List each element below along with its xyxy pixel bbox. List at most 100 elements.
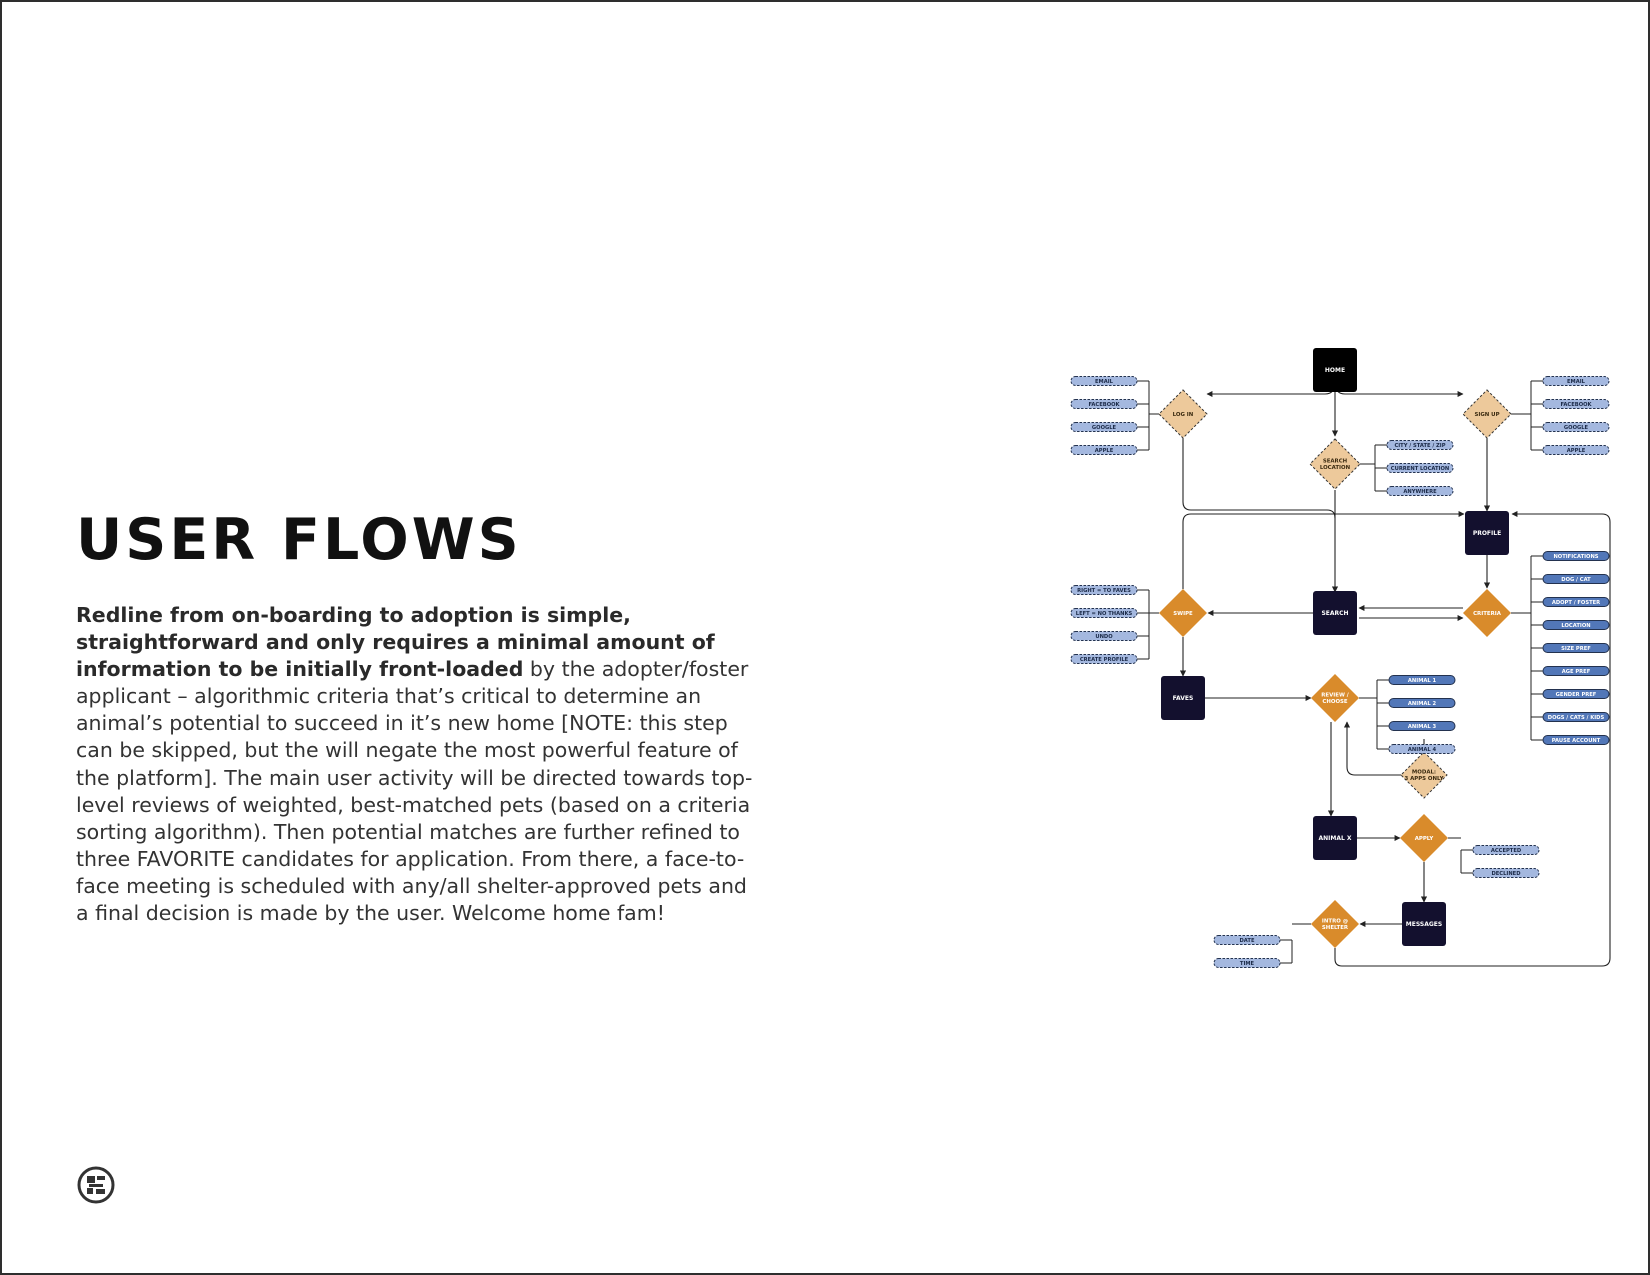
node-apply-label: APPLY: [1415, 836, 1434, 842]
node-search-location-label-line-1: SEARCH: [1323, 459, 1348, 465]
node-animal-x-shape: [1313, 816, 1357, 860]
node-swipe-label: SWIPE: [1173, 611, 1193, 617]
criteria-option-7: GENDER PREF: [1542, 689, 1610, 699]
node-criteria-shape: [1463, 589, 1511, 637]
apply-option-1: ACCEPTED: [1472, 845, 1540, 855]
login-option-2-label: FACEBOOK: [1088, 402, 1120, 408]
signup-option-1: EMAIL: [1542, 376, 1610, 386]
node-home-shape: [1313, 348, 1357, 392]
criteria-option-4-label: LOCATION: [1561, 623, 1590, 629]
swipe-option-1: RIGHT = TO FAVES: [1070, 585, 1138, 595]
criteria-option-6-label: AGE PREF: [1562, 669, 1591, 675]
node-criteria-label: CRITERIA: [1473, 611, 1502, 617]
node-apply: APPLY: [1400, 814, 1448, 862]
animal-option-4-label: ANIMAL 4: [1408, 747, 1437, 753]
signup-option-1-label: EMAIL: [1567, 379, 1586, 385]
node-home-label: HOME: [1325, 367, 1345, 374]
animal-option-3-label: ANIMAL 3: [1408, 724, 1437, 730]
animal-option-3-shape: [1388, 721, 1456, 731]
node-swipe-shape: [1159, 589, 1207, 637]
node-review-choose: REVIEW /CHOOSE: [1311, 674, 1359, 722]
node-intro-shelter: INTRO @SHELTER: [1311, 900, 1359, 948]
login-option-4-shape: [1070, 445, 1138, 455]
node-modal-label-line-2: 3 APPS ONLY: [1404, 776, 1443, 782]
node-profile: PROFILE: [1465, 511, 1509, 555]
swipe-option-3-label: UNDO: [1095, 634, 1113, 640]
criteria-option-9-shape: [1542, 735, 1610, 745]
node-intro-shelter-shape: [1311, 900, 1359, 948]
login-option-3-shape: [1070, 422, 1138, 432]
criteria-option-7-label: GENDER PREF: [1556, 692, 1597, 698]
node-swipe: SWIPE: [1159, 589, 1207, 637]
node-modal-shape: [1400, 751, 1448, 799]
node-profile-shape: [1465, 511, 1509, 555]
signup-option-1-shape: [1542, 376, 1610, 386]
node-search-location-shape: [1309, 438, 1361, 490]
intro-option-2-shape: [1213, 958, 1281, 968]
login-option-4-label: APPLE: [1095, 448, 1114, 454]
option-brackets: [1137, 380, 1543, 964]
swipe-option-4-shape: [1070, 654, 1138, 664]
signup-option-2-label: FACEBOOK: [1560, 402, 1592, 408]
signup-option-2: FACEBOOK: [1542, 399, 1610, 409]
node-intro-shelter-label-line-2: SHELTER: [1322, 925, 1349, 931]
login-option-3: GOOGLE: [1070, 422, 1138, 432]
criteria-option-9-label: PAUSE ACCOUNT: [1552, 738, 1601, 744]
criteria-option-7-shape: [1542, 689, 1610, 699]
node-faves-shape: [1161, 676, 1205, 720]
intro-option-2-label: TIME: [1240, 961, 1255, 967]
criteria-option-1: NOTIFICATIONS: [1542, 551, 1610, 561]
criteria-option-1-label: NOTIFICATIONS: [1553, 554, 1598, 560]
description-regular: by the adopter/foster applicant – algori…: [76, 657, 753, 926]
swipe-option-2-label: LEFT = NO THANKS: [1076, 611, 1133, 617]
criteria-option-6: AGE PREF: [1542, 666, 1610, 676]
signup-option-3-label: GOOGLE: [1564, 425, 1589, 431]
criteria-option-3-shape: [1542, 597, 1610, 607]
intro-option-1: DATE: [1213, 935, 1281, 945]
criteria-option-5: SIZE PREF: [1542, 643, 1610, 653]
swipe-option-2-shape: [1070, 608, 1138, 618]
apply-option-2-shape: [1472, 868, 1540, 878]
node-modal-label-line-1: MODAL:: [1412, 770, 1436, 776]
criteria-option-1-shape: [1542, 551, 1610, 561]
animal-option-3: ANIMAL 3: [1388, 721, 1456, 731]
node-search-shape: [1313, 591, 1357, 635]
location-option-1: CITY / STATE / ZIP: [1386, 440, 1454, 450]
login-option-2: FACEBOOK: [1070, 399, 1138, 409]
intro-option-1-label: DATE: [1240, 938, 1255, 944]
node-review-choose-shape: [1311, 674, 1359, 722]
node-sign-up: SIGN UP: [1462, 389, 1512, 439]
location-option-2: CURRENT LOCATION: [1386, 463, 1454, 473]
login-option-4: APPLE: [1070, 445, 1138, 455]
location-option-3-shape: [1386, 486, 1454, 496]
criteria-option-2-label: DOG / CAT: [1561, 577, 1591, 583]
node-apply-shape: [1400, 814, 1448, 862]
location-option-3: ANYWHERE: [1386, 486, 1454, 496]
criteria-option-4-shape: [1542, 620, 1610, 630]
node-search-location-label-line-2: LOCATION: [1320, 465, 1351, 471]
node-search: SEARCH: [1313, 591, 1357, 635]
criteria-option-3: ADOPT / FOSTER: [1542, 597, 1610, 607]
location-option-1-shape: [1386, 440, 1454, 450]
animal-option-1: ANIMAL 1: [1388, 675, 1456, 685]
signup-option-4-label: APPLE: [1567, 448, 1586, 454]
login-option-1: EMAIL: [1070, 376, 1138, 386]
criteria-option-8-label: DOGS / CATS / KIDS: [1548, 715, 1605, 721]
page-title: USER FLOWS: [76, 507, 522, 573]
signup-option-2-shape: [1542, 399, 1610, 409]
animal-option-4: ANIMAL 4: [1388, 744, 1456, 754]
animal-option-2-label: ANIMAL 2: [1408, 701, 1437, 707]
signup-option-4-shape: [1542, 445, 1610, 455]
node-criteria: CRITERIA: [1463, 589, 1511, 637]
intro-option-2: TIME: [1213, 958, 1281, 968]
apply-option-1-shape: [1472, 845, 1540, 855]
intro-option-1-shape: [1213, 935, 1281, 945]
animal-option-4-shape: [1388, 744, 1456, 754]
node-profile-label: PROFILE: [1473, 530, 1501, 537]
signup-option-3-shape: [1542, 422, 1610, 432]
edge-login-merge: [1182, 438, 1336, 519]
node-sign-up-label: SIGN UP: [1474, 412, 1499, 418]
